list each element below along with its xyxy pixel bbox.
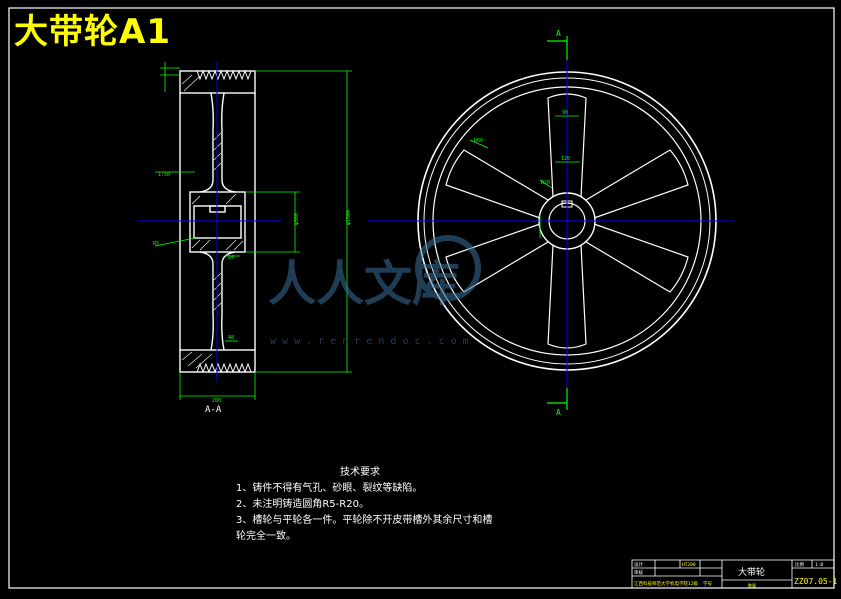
svg-text:1:50: 1:50: [158, 172, 170, 178]
tech-requirement-4: 轮完全一致。: [236, 531, 296, 542]
tech-requirements-heading: 技术要求: [340, 467, 380, 478]
svg-text:200: 200: [212, 398, 221, 404]
tb-material: HT200: [682, 562, 696, 568]
svg-text:φ300: φ300: [294, 213, 300, 225]
tb-qty: 数量: [748, 582, 756, 588]
tb-checker-label: 审核: [634, 569, 643, 576]
sheet-border: [8, 7, 835, 589]
svg-text:90: 90: [562, 110, 568, 116]
svg-text:R5: R5: [153, 241, 159, 247]
web-upper: [199, 92, 236, 193]
svg-text:48: 48: [228, 335, 234, 341]
tb-drawing-no: ZZ07.05-1: [794, 577, 838, 586]
belt-grooves-bottom: [196, 362, 252, 374]
cut-mark-top: A: [556, 29, 561, 38]
title-block-text: 设计 HT200 审核 江西科技师范大学机电学院12级 学号 比例 1:8 数量: [634, 561, 823, 588]
tb-scale-label: 比例: [795, 561, 804, 568]
section-dimensions: [154, 62, 352, 400]
svg-text:R60: R60: [474, 138, 483, 144]
tech-requirement-1: 1、铸件不得有气孔、砂眼、裂纹等缺陷。: [236, 483, 423, 494]
svg-text:120: 120: [561, 156, 570, 162]
tb-part-name: 大带轮: [738, 566, 765, 578]
tb-org2: 学号: [703, 580, 712, 587]
tb-designer-label: 设计: [634, 561, 643, 568]
cutting-plane-markers: [547, 36, 568, 410]
watermark-url: w w w . r e n r e n d o c . c o m: [270, 336, 469, 347]
belt-grooves-top: [196, 69, 252, 81]
tb-org: 江西科技师范大学机电学院12级: [634, 580, 698, 587]
title-block: [631, 559, 835, 589]
watermark: 人人文库 w w w . r e n r e n d o c . c o m: [268, 235, 481, 347]
tech-requirement-2: 2、未注明铸造圆角R5-R20。: [236, 499, 369, 510]
web-lower: [199, 251, 236, 351]
svg-text:24: 24: [228, 255, 234, 261]
cut-mark-bottom: A: [556, 408, 561, 417]
front-dimensions: [469, 115, 580, 238]
svg-text:φ1500: φ1500: [346, 210, 352, 225]
tb-scale-value: 1:8: [815, 562, 823, 568]
svg-text:R20: R20: [541, 180, 550, 186]
drawing-title: 大带轮A1: [14, 12, 171, 52]
watermark-text: 人人文库: [268, 256, 460, 312]
section-dim-text: 1:50 R5 200 φ1500 φ300 24 48: [153, 172, 352, 404]
tech-requirement-3: 3、槽轮与平轮各一件。平轮除不开皮带槽外其余尺寸和槽: [236, 515, 493, 526]
front-dim-text: 90 120 R60 R20: [474, 110, 570, 186]
section-view-label: A-A: [205, 405, 222, 415]
